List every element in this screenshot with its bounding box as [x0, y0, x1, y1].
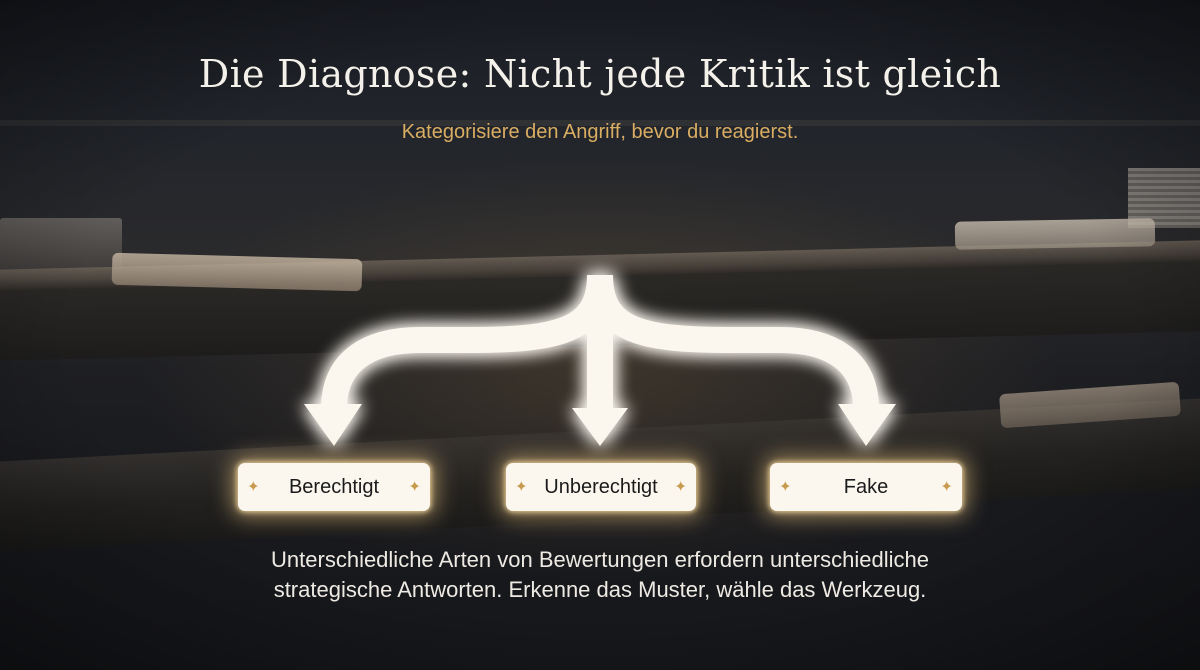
footer-line-2: strategische Antworten. Erkenne das Must…	[273, 577, 927, 602]
arrowhead-center	[572, 408, 628, 446]
arrow-left	[321, 274, 613, 407]
footer-description: Unterschiedliche Arten von Bewertungen e…	[0, 545, 1200, 605]
category-fake: ✦ Fake ✦	[770, 463, 962, 511]
category-label: Fake	[843, 475, 889, 498]
sparkle-icon: ✦	[408, 477, 421, 496]
arrow-right	[587, 274, 879, 407]
slide-subtitle: Kategorisiere den Angriff, bevor du reag…	[401, 121, 799, 143]
slide-title: Die Diagnose: Nicht jede Kritik ist glei…	[198, 52, 1002, 96]
category-label: Unberechtigt	[544, 475, 658, 498]
arrowhead-left	[304, 404, 362, 446]
category-label: Berechtigt	[288, 475, 380, 498]
category-berechtigt: ✦ Berechtigt ✦	[238, 463, 430, 511]
sparkle-icon: ✦	[940, 477, 953, 496]
sparkle-icon: ✦	[515, 477, 528, 496]
sparkle-icon: ✦	[779, 477, 792, 496]
sparkle-icon: ✦	[247, 477, 260, 496]
category-unberechtigt: ✦ Unberechtigt ✦	[506, 463, 696, 511]
arrowhead-right	[838, 404, 896, 446]
sparkle-icon: ✦	[674, 477, 687, 496]
footer-line-1: Unterschiedliche Arten von Bewertungen e…	[271, 547, 929, 572]
